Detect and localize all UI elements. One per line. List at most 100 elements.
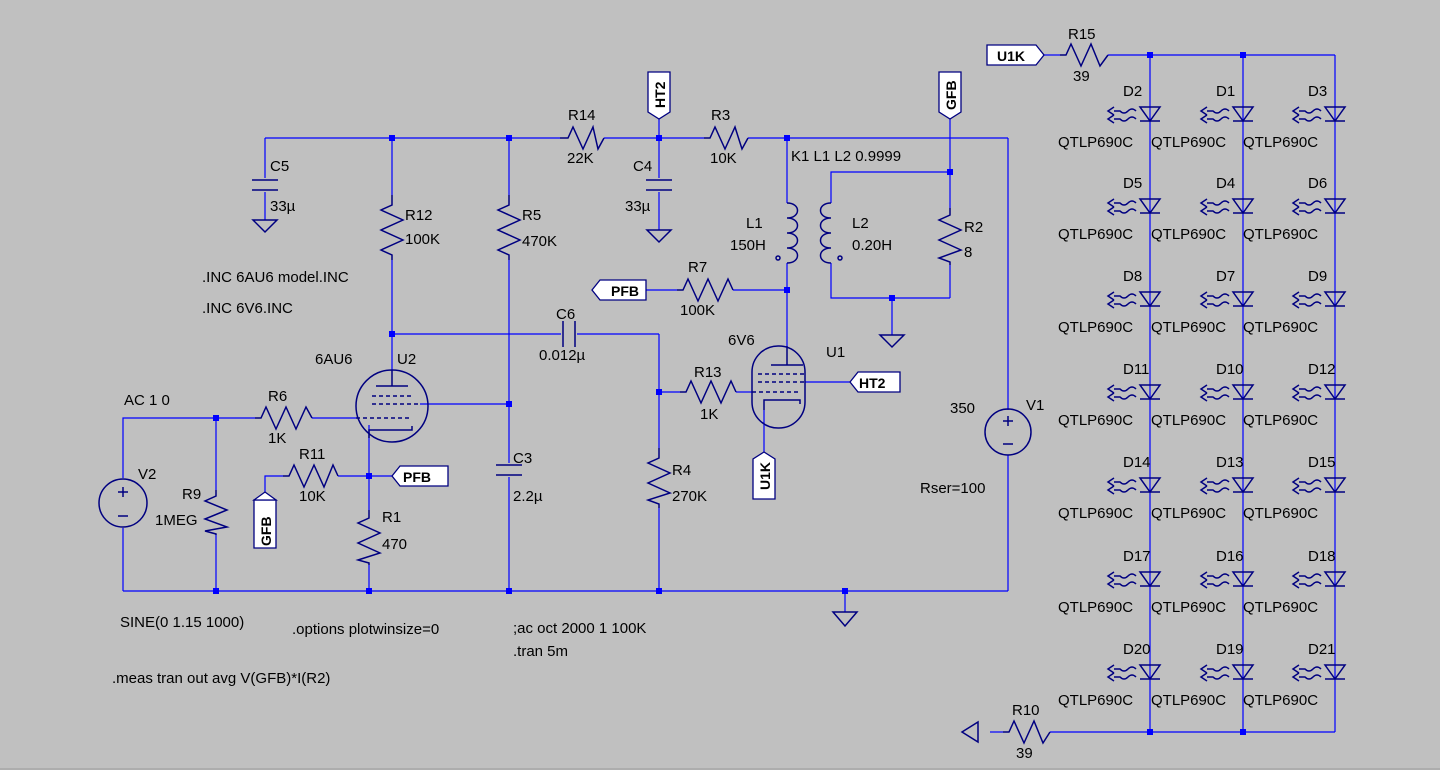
- resistor-r13: [680, 379, 737, 405]
- net-flag-pfb-r7: [591, 279, 647, 301]
- l1-value: 150H: [730, 237, 766, 254]
- inductor-l1: [786, 202, 799, 264]
- net-label-ht2-u1: HT2: [859, 375, 886, 391]
- led-name: D3: [1308, 83, 1327, 100]
- resistor-r14: [560, 124, 605, 152]
- v1-value: 350: [950, 400, 975, 417]
- coupling-directive: K1 L1 L2 0.9999: [791, 148, 901, 165]
- c5-value: 33µ: [270, 198, 296, 215]
- r2-name: R2: [964, 219, 983, 236]
- v1-rser: Rser=100: [920, 480, 985, 497]
- directive-ac: ;ac oct 2000 1 100K: [513, 620, 646, 637]
- led-name: D5: [1123, 175, 1142, 192]
- r9-value: 1MEG: [155, 512, 198, 529]
- r3-name: R3: [711, 107, 730, 124]
- net-flag-pfb-cathode: [391, 465, 449, 487]
- ground-l2: [878, 334, 906, 349]
- r11-name: R11: [299, 446, 325, 463]
- r7-value: 100K: [680, 302, 715, 319]
- led-model: QTLP690C: [1243, 412, 1318, 429]
- led-model: QTLP690C: [1058, 692, 1133, 709]
- led-name: D7: [1216, 268, 1235, 285]
- led-model: QTLP690C: [1151, 599, 1226, 616]
- led-model: QTLP690C: [1151, 505, 1226, 522]
- r15-value: 39: [1073, 68, 1090, 85]
- r13-value: 1K: [700, 406, 718, 423]
- u1-name: U1: [826, 344, 845, 361]
- l2-name: L2: [852, 215, 869, 232]
- led-name: D12: [1308, 361, 1336, 378]
- led-name: D4: [1216, 175, 1235, 192]
- net-flag-ht2-top: [647, 71, 671, 120]
- directive-options: .options plotwinsize=0: [292, 621, 439, 638]
- net-flag-gfb-top: [938, 71, 962, 120]
- led-model: QTLP690C: [1058, 505, 1133, 522]
- resistor-symbols: [202, 42, 1109, 745]
- r6-value: 1K: [268, 430, 286, 447]
- r6-name: R6: [268, 388, 287, 405]
- directive-inc-6au6: .INC 6AU6 model.INC: [202, 269, 349, 286]
- led-model: QTLP690C: [1058, 599, 1133, 616]
- r10-value: 39: [1016, 745, 1033, 762]
- r13-name: R13: [694, 364, 722, 381]
- net-label-u1k-leds: U1K: [997, 48, 1025, 64]
- tube-u1: [751, 345, 806, 429]
- led-array: D2QTLP690CD1QTLP690CD3QTLP690CD5QTLP690C…: [1058, 83, 1347, 709]
- r5-value: 470K: [522, 233, 557, 250]
- led-name: D15: [1308, 454, 1336, 471]
- net-flag-gfb-left-tip: [252, 491, 278, 501]
- resistor-r12: [379, 195, 405, 260]
- inductor-symbols: [775, 202, 843, 264]
- led-name: D21: [1308, 641, 1336, 658]
- led-model: QTLP690C: [1151, 692, 1226, 709]
- resistor-r11: [283, 463, 339, 489]
- led-model: QTLP690C: [1058, 226, 1133, 243]
- led-model: QTLP690C: [1058, 134, 1133, 151]
- r7-name: R7: [688, 259, 707, 276]
- led-name: D13: [1216, 454, 1244, 471]
- r15-name: R15: [1068, 26, 1096, 43]
- v2-name: V2: [138, 466, 156, 483]
- led-model: QTLP690C: [1243, 505, 1318, 522]
- ground-c4: [645, 229, 673, 244]
- v2-sine: SINE(0 1.15 1000): [120, 614, 244, 631]
- directive-inc-6v6: .INC 6V6.INC: [202, 300, 293, 317]
- r1-name: R1: [382, 509, 401, 526]
- inductor-l1-dot: [775, 255, 781, 261]
- resistor-r2: [936, 208, 963, 265]
- r3-value: 10K: [710, 150, 737, 167]
- led-name: D10: [1216, 361, 1244, 378]
- resistor-r5: [496, 195, 522, 260]
- resistor-r6: [255, 405, 313, 431]
- ground-main: [831, 611, 859, 628]
- l2-value: 0.20H: [852, 237, 892, 254]
- led-name: D11: [1123, 361, 1149, 378]
- r14-name: R14: [568, 107, 596, 124]
- led-name: D2: [1123, 83, 1142, 100]
- led-name: D18: [1308, 548, 1336, 565]
- led-model: QTLP690C: [1058, 412, 1133, 429]
- r14-value: 22K: [567, 150, 594, 167]
- r4-name: R4: [672, 462, 691, 479]
- led-model: QTLP690C: [1151, 226, 1226, 243]
- resistor-r15: [1060, 42, 1109, 68]
- l1-name: L1: [746, 215, 763, 232]
- u2-name: U2: [397, 351, 416, 368]
- junction-dots: [213, 52, 1246, 735]
- led-name: D17: [1123, 548, 1151, 565]
- c6-name: C6: [556, 306, 575, 323]
- ground-led: [960, 720, 979, 744]
- resistor-r4: [645, 448, 673, 508]
- r2-value: 8: [964, 244, 972, 261]
